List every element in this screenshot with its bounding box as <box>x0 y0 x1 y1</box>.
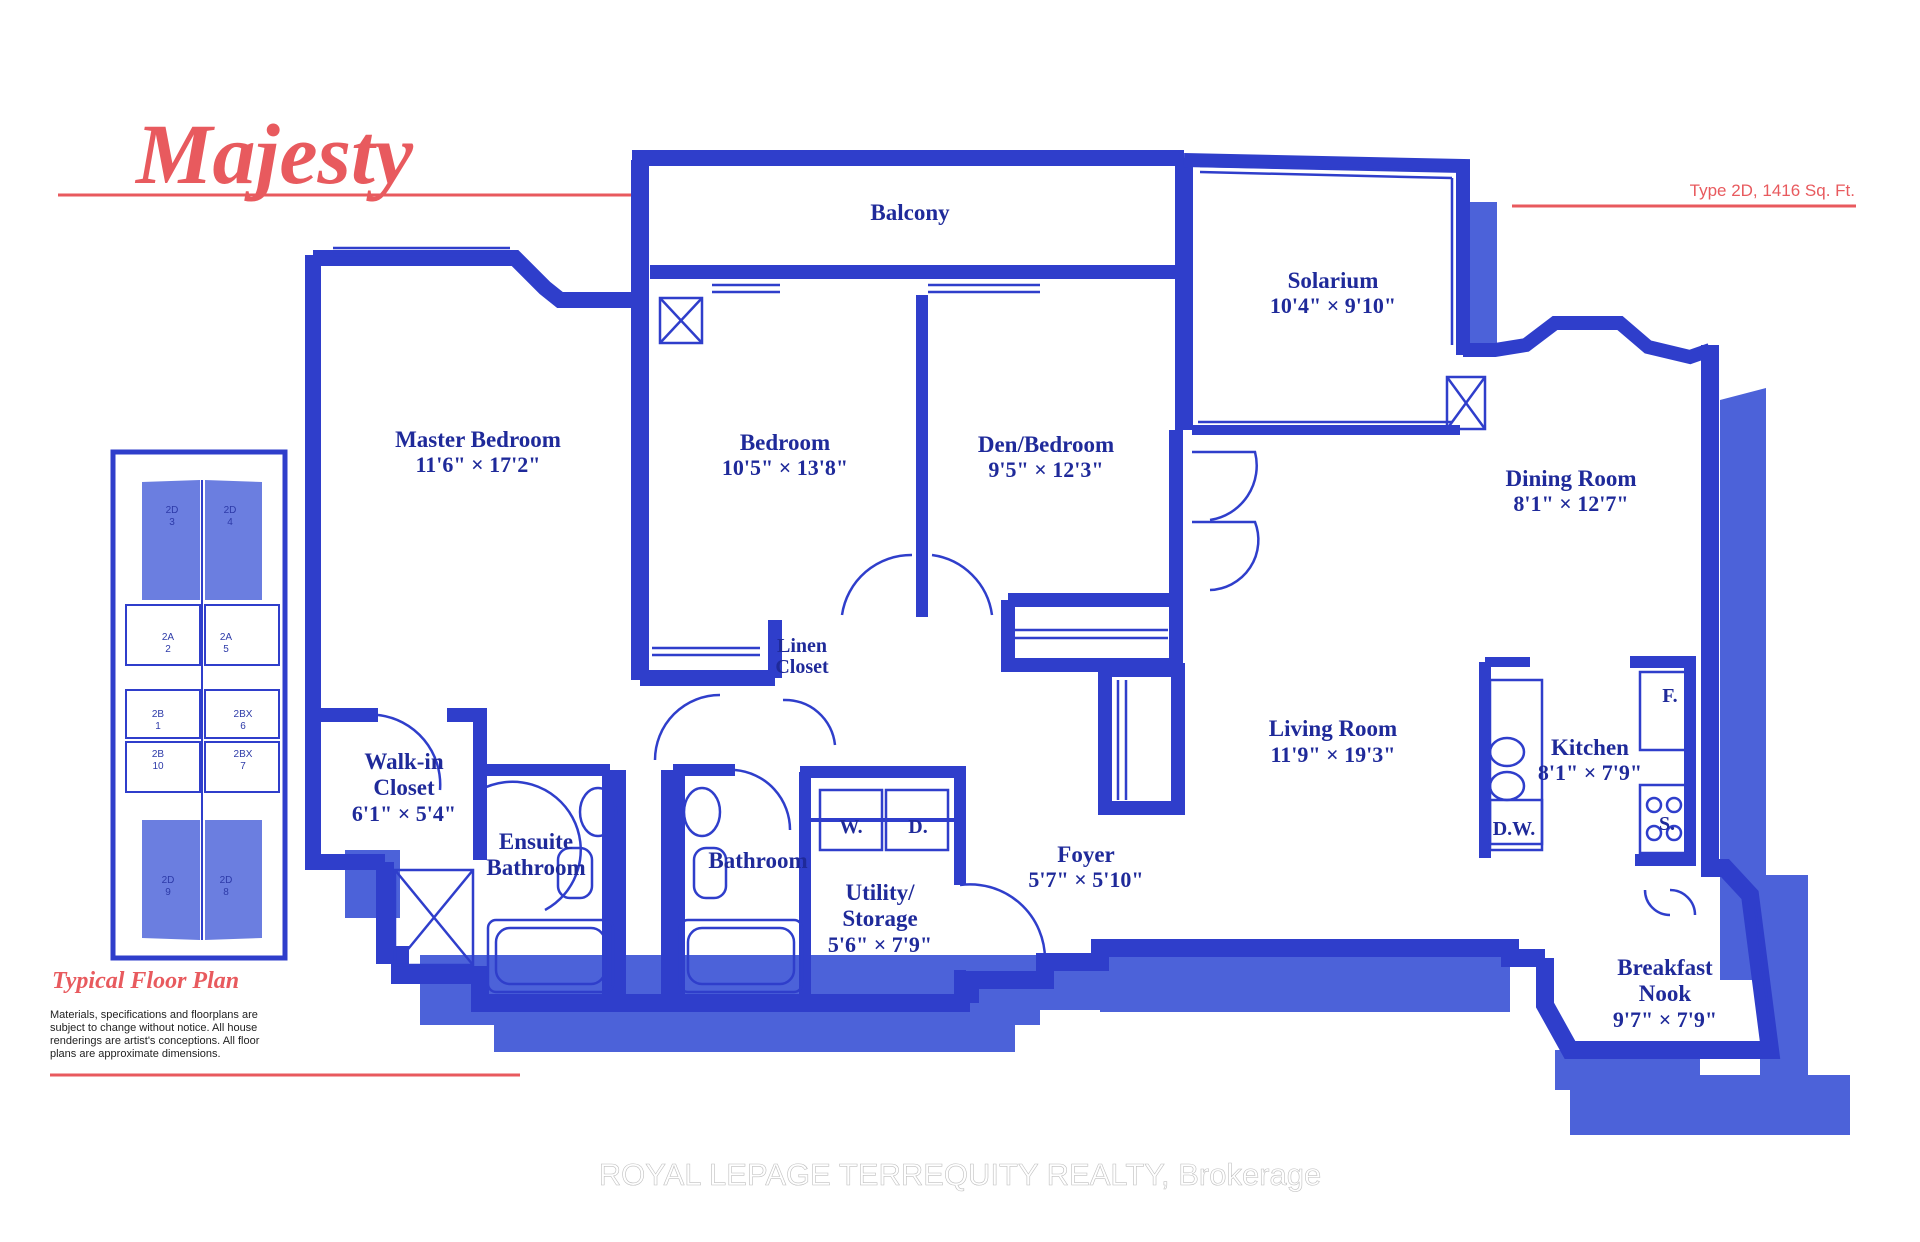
disclaimer-line-2: subject to change without notice. All ho… <box>50 1022 257 1034</box>
foyer-label: Foyer <box>1057 842 1114 867</box>
room-labels: Balcony Solarium 10'4" × 9'10" Master Be… <box>352 200 1717 1032</box>
key-unit-2a-5-code: 2A <box>220 632 233 643</box>
key-unit-2d-3-num: 3 <box>169 517 175 528</box>
key-unit-2bx-7-num: 7 <box>240 761 246 772</box>
key-unit-2a-2-code: 2A <box>162 632 175 643</box>
den-bedroom-label: Den/Bedroom <box>978 432 1114 457</box>
disclaimer-line-3: renderings are artist's conceptions. All… <box>50 1035 260 1047</box>
disclaimer-line-4: plans are approximate dimensions. <box>50 1048 221 1060</box>
key-unit-2d-4-num: 4 <box>227 517 233 528</box>
key-unit-2b-1-num: 1 <box>155 721 161 732</box>
key-unit-2bx-6-num: 6 <box>240 721 246 732</box>
living-room-dim: 11'9" × 19'3" <box>1271 742 1396 767</box>
fridge-label: F. <box>1662 685 1677 707</box>
kitchen-dim: 8'1" × 7'9" <box>1538 760 1642 785</box>
bedroom-dim: 10'5" × 13'8" <box>722 455 848 480</box>
den-bedroom-dim: 9'5" × 12'3" <box>988 457 1103 482</box>
linen-closet-label-2: Closet <box>775 656 829 678</box>
kitchen-label: Kitchen <box>1551 735 1629 760</box>
living-room-label: Living Room <box>1269 716 1397 741</box>
key-unit-2d-9-num: 9 <box>165 887 171 898</box>
dining-room-label: Dining Room <box>1506 466 1637 491</box>
balcony-label: Balcony <box>870 200 950 225</box>
brokerage-watermark: ROYAL LEPAGE TERREQUITY REALTY, Brokerag… <box>599 1157 1321 1192</box>
dryer-label: D. <box>908 816 927 838</box>
typical-floor-plan-label: Typical Floor Plan <box>52 968 239 994</box>
solarium-label: Solarium <box>1288 268 1379 293</box>
stove-label: S. <box>1659 813 1675 835</box>
key-unit-2a-2-num: 2 <box>165 644 171 655</box>
linen-closet-label-1: Linen <box>777 635 827 657</box>
ensuite-bathroom-label-1: Ensuite <box>499 829 573 854</box>
key-unit-2bx-6-code: 2BX <box>234 709 253 720</box>
utility-storage-dim: 5'6" × 7'9" <box>828 932 932 957</box>
key-unit-2b-10-num: 10 <box>152 761 164 772</box>
disclaimer-line-1: Materials, specifications and floorplans… <box>50 1009 258 1021</box>
bathroom-label: Bathroom <box>708 848 807 873</box>
key-unit-2b-10-code: 2B <box>152 749 165 760</box>
ensuite-bathroom-label-2: Bathroom <box>486 855 585 880</box>
utility-storage-label-1: Utility/ <box>846 880 916 905</box>
key-unit-2d-8-code: 2D <box>220 875 233 886</box>
doors <box>377 450 1697 961</box>
walls <box>305 150 1781 1059</box>
master-bedroom-label: Master Bedroom <box>395 427 561 452</box>
key-unit-2d-9-code: 2D <box>162 875 175 886</box>
foyer-dim: 5'7" × 5'10" <box>1028 867 1143 892</box>
key-unit-2d-3-code: 2D <box>166 505 179 516</box>
breakfast-nook-dim: 9'7" × 7'9" <box>1613 1007 1717 1032</box>
key-unit-2d-4-code: 2D <box>224 505 237 516</box>
plan-title: Majesty <box>134 106 414 202</box>
key-unit-2bx-7-code: 2BX <box>234 749 253 760</box>
walk-in-closet-label-2: Closet <box>373 775 435 800</box>
windows <box>333 164 1774 1041</box>
key-unit-2b-1-code: 2B <box>152 709 165 720</box>
duct-shafts <box>393 296 1487 967</box>
master-bedroom-dim: 11'6" × 17'2" <box>416 452 541 477</box>
walk-in-closet-dim: 6'1" × 5'4" <box>352 801 456 826</box>
breakfast-nook-label-1: Breakfast <box>1617 955 1713 980</box>
bedroom-label: Bedroom <box>740 430 830 455</box>
solarium-dim: 10'4" × 9'10" <box>1270 293 1396 318</box>
fixtures <box>486 670 1690 994</box>
walk-in-closet-label-1: Walk-in <box>364 749 443 774</box>
utility-storage-label-2: Storage <box>842 906 917 931</box>
building-shadow <box>345 202 1850 1135</box>
dining-room-dim: 8'1" × 12'7" <box>1513 491 1628 516</box>
key-unit-2d-8-num: 8 <box>223 887 229 898</box>
breakfast-nook-label-2: Nook <box>1639 981 1692 1006</box>
key-plan: 2D 3 2D 4 2A 2 2A 5 2B 1 2BX 6 2B 10 2BX… <box>110 449 288 961</box>
key-plan-frame <box>110 449 288 961</box>
washer-label: W. <box>839 816 862 838</box>
key-unit-2a-5-num: 5 <box>223 644 229 655</box>
unit-type-label: Type 2D, 1416 Sq. Ft. <box>1690 181 1855 200</box>
dishwasher-label: D.W. <box>1493 818 1536 840</box>
